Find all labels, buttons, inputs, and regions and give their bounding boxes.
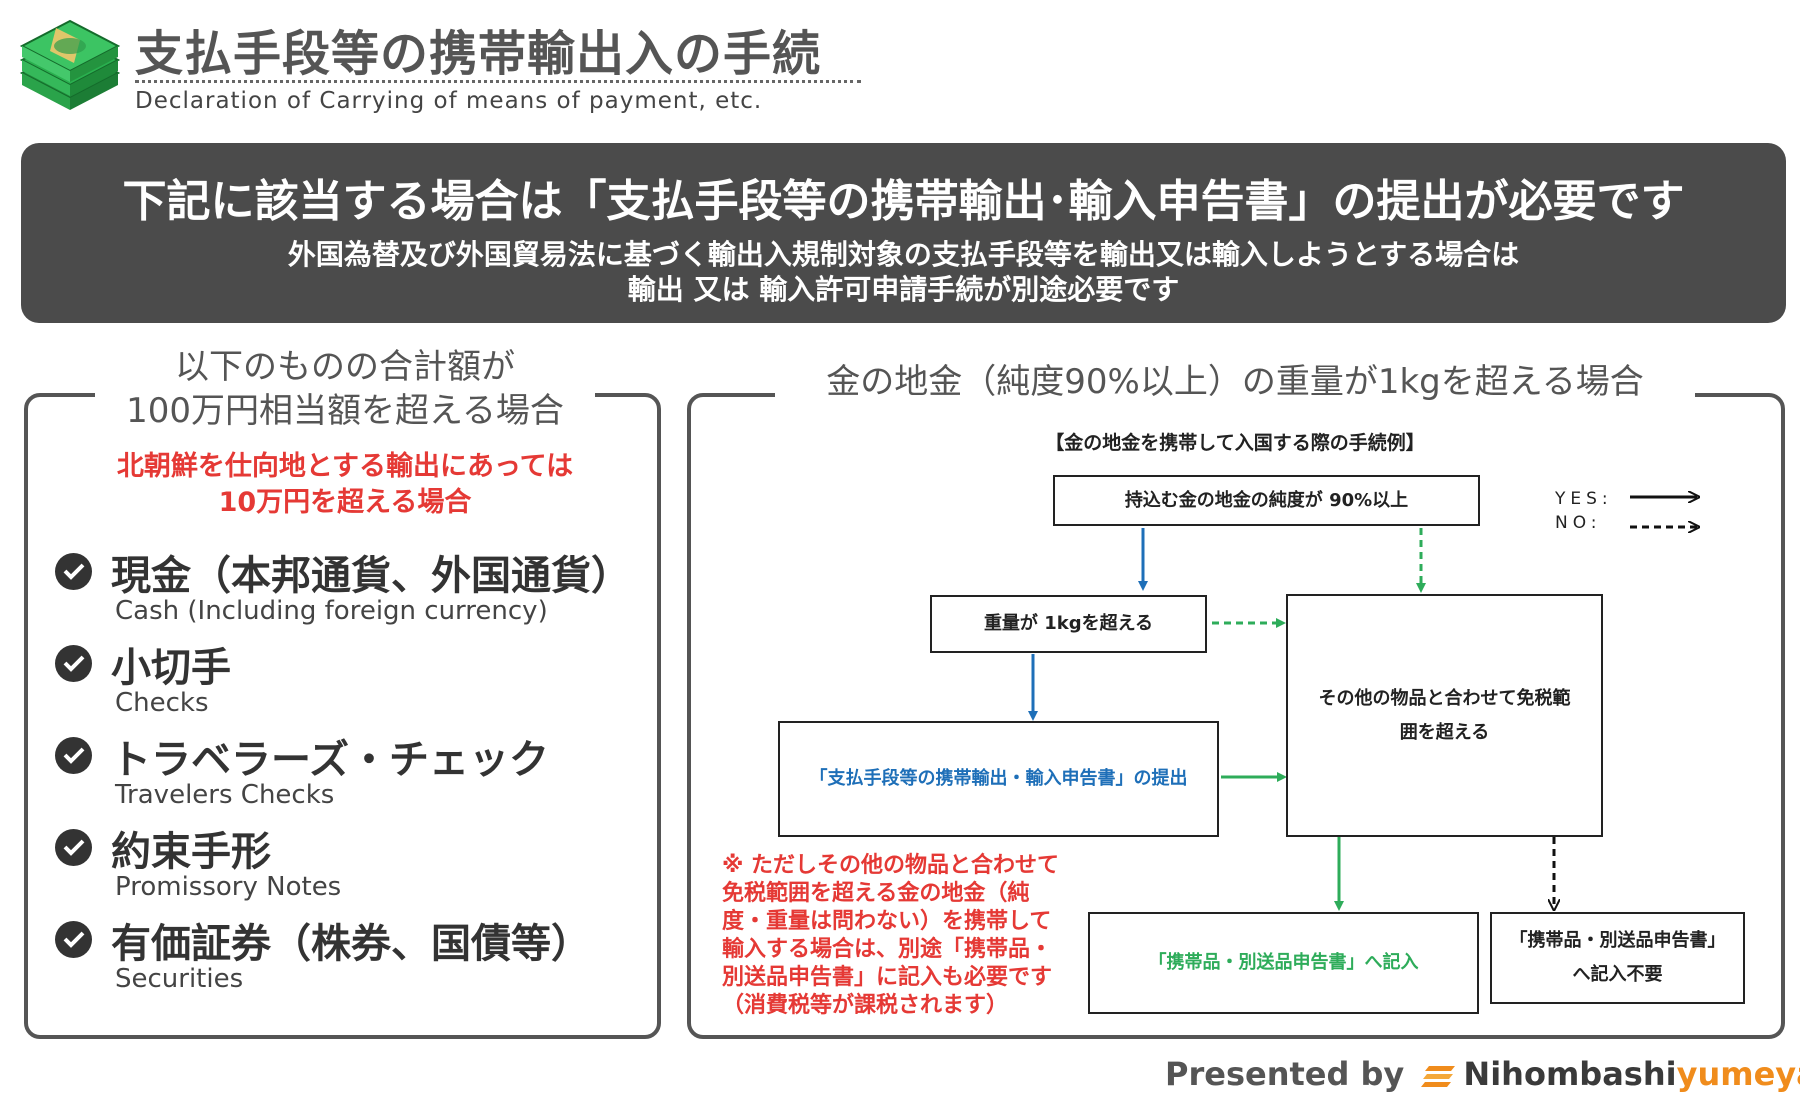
brand-name: Nihombashi bbox=[1463, 1055, 1677, 1093]
item-label-en: Securities bbox=[115, 964, 244, 994]
check-circle-icon bbox=[55, 645, 92, 682]
no-declaration-line-1: 「携帯品・別送品申告書」 bbox=[1509, 930, 1726, 951]
exceed-line-1: その他の物品と合わせて免税範 bbox=[1318, 687, 1571, 709]
payment-means-heading-line-2: 100万円相当額を超える場合 bbox=[126, 391, 564, 431]
check-circle-icon bbox=[55, 737, 92, 774]
title-divider bbox=[135, 80, 861, 83]
note-line: 度・重量は問わない）を携帯して bbox=[722, 909, 1052, 934]
presented-by-label: Presented by bbox=[1165, 1055, 1405, 1093]
note-line: ※ ただしその他の物品と合わせて bbox=[722, 853, 1060, 878]
note-line: （消費税等が課税されます） bbox=[722, 993, 1009, 1018]
money-stack-icon bbox=[18, 18, 123, 113]
flow-box-purity: 持込む金の地金の純度が 90%以上 bbox=[1053, 475, 1480, 526]
flow-box-exceed-allowance: その他の物品と合わせて免税範 囲を超える bbox=[1286, 594, 1603, 837]
exception-line-2: 10万円を超える場合 bbox=[218, 487, 472, 518]
item-label-ja: 小切手 bbox=[111, 645, 231, 691]
item-label-en: Cash (Including foreign currency) bbox=[115, 596, 548, 626]
banner-line-2: 輸出 又は 輸入許可申請手続が別途必要です bbox=[627, 273, 1180, 306]
no-declaration-line-2: へ記入不要 bbox=[1572, 964, 1663, 985]
item-label-ja: 現金（本邦通貨、外国通貨） bbox=[111, 553, 631, 599]
item-label-ja: 有価証券（株券、国債等） bbox=[111, 921, 591, 967]
item-label-en: Promissory Notes bbox=[115, 872, 342, 902]
gold-bullion-heading: 金の地金（純度90%以上）の重量が1kgを超える場合 bbox=[775, 360, 1695, 404]
note-line: 別送品申告書」に記入も必要です bbox=[722, 965, 1053, 990]
exception-line-1: 北朝鮮を仕向地とする輸出にあっては bbox=[116, 451, 574, 482]
payment-means-heading-line-1: 以下のものの合計額が bbox=[175, 347, 515, 387]
flow-box-no-declaration: 「携帯品・別送品申告書」 へ記入不要 bbox=[1490, 912, 1745, 1004]
item-label-ja: 約束手形 bbox=[111, 829, 271, 875]
page-title: 支払手段等の携帯輸出入の手続 bbox=[135, 26, 822, 82]
legend-no-label: NO: bbox=[1555, 513, 1602, 533]
item-label-ja: トラベラーズ・チェック bbox=[111, 737, 549, 783]
north-korea-exception: 北朝鮮を仕向地とする輸出にあっては 10万円を超える場合 bbox=[60, 449, 630, 521]
nihombashiyumeya-logo-icon bbox=[1421, 1058, 1459, 1087]
item-label-en: Checks bbox=[115, 688, 209, 718]
banner-line-1: 外国為替及び外国貿易法に基づく輸出入規制対象の支払手段等を輸出又は輸入しようとす… bbox=[287, 238, 1520, 271]
exceed-line-2: 囲を超える bbox=[1399, 721, 1490, 743]
note-line: 免税範囲を超える金の地金（純 bbox=[722, 881, 1030, 906]
check-circle-icon bbox=[55, 829, 92, 866]
brand-name-accent: yumeya bbox=[1676, 1055, 1800, 1093]
flow-box-baggage-declaration: 「携帯品・別送品申告書」へ記入 bbox=[1088, 912, 1479, 1014]
note-line: 輸入する場合は、別途「携帯品・ bbox=[722, 937, 1053, 962]
check-circle-icon bbox=[55, 553, 92, 590]
footer-credit: Presented by Nihombashiyumeya bbox=[1165, 1055, 1800, 1093]
banner-heading: 下記に該当する場合は「支払手段等の携帯輸出･輸入申告書」の提出が必要です bbox=[122, 176, 1685, 227]
legend-yes-label: YES: bbox=[1555, 489, 1613, 509]
flowchart-caption: 【金の地金を携帯して入国する際の手続例】 bbox=[1045, 432, 1425, 454]
check-circle-icon bbox=[55, 921, 92, 958]
notice-banner: 下記に該当する場合は「支払手段等の携帯輸出･輸入申告書」の提出が必要です 外国為… bbox=[21, 143, 1786, 323]
gold-allowance-note: ※ ただしその他の物品と合わせて 免税範囲を超える金の地金（純 度・重量は問わな… bbox=[722, 852, 1067, 1020]
page-subtitle: Declaration of Carrying of means of paym… bbox=[135, 88, 763, 114]
flow-box-payment-declaration: 「支払手段等の携帯輸出・輸入申告書」の提出 bbox=[778, 721, 1219, 837]
item-label-en: Travelers Checks bbox=[115, 780, 335, 810]
flow-box-weight: 重量が 1kgを超える bbox=[930, 595, 1207, 653]
payment-means-heading: 以下のものの合計額が 100万円相当額を超える場合 bbox=[95, 345, 595, 433]
